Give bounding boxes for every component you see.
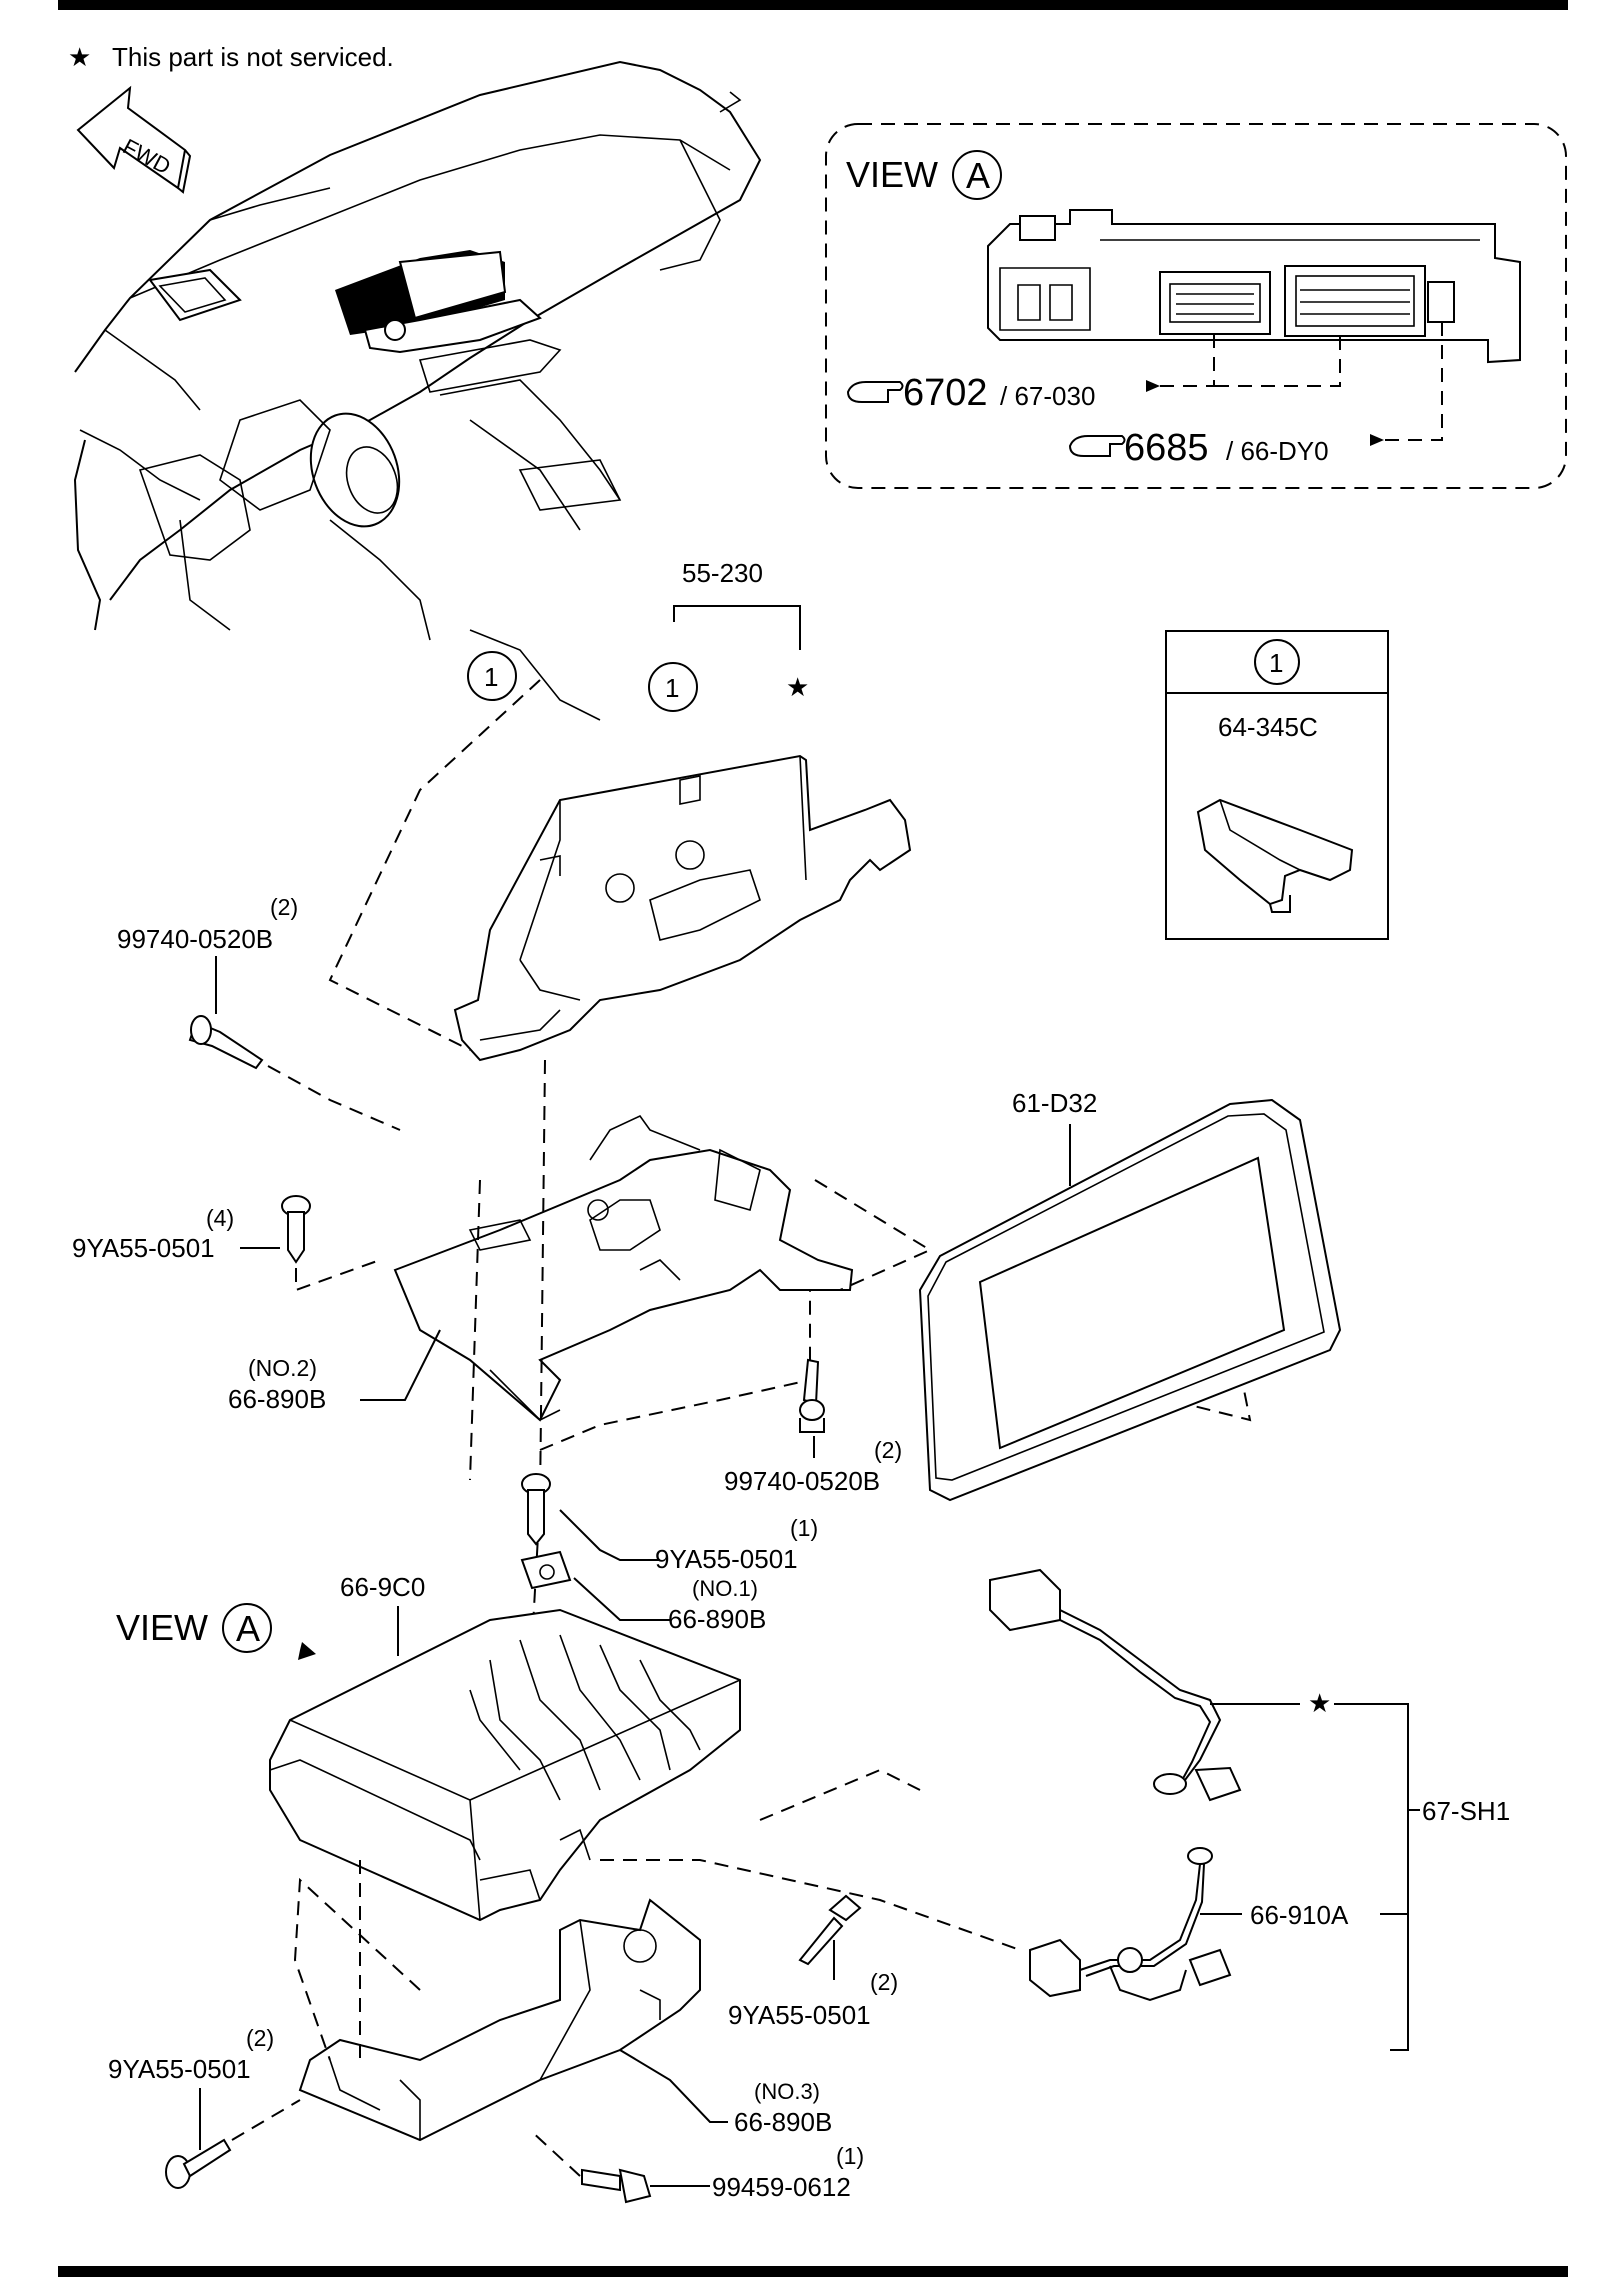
bottom-rule	[58, 2266, 1568, 2277]
pointing-hand-icon-6702	[846, 381, 904, 403]
inset-leader-6685	[1380, 322, 1443, 441]
view-a-inset	[825, 123, 1567, 489]
ref-66-dy0: / 66-DY0	[1226, 436, 1329, 466]
screw-9ya55-right-icon	[798, 1894, 862, 1966]
screw-9ya55-mid-icon	[521, 1473, 551, 1546]
clip-detail-box	[1165, 630, 1389, 940]
amplifier-66-9c0	[269, 1608, 741, 1922]
label-9ya55-0501-mid: 9YA55-0501	[655, 1544, 798, 1574]
ref-67-030: / 67-030	[1000, 381, 1095, 411]
leader-55-230	[673, 605, 801, 650]
leader-66-890b-no3	[619, 2049, 728, 2123]
dash-bolt	[529, 2129, 581, 2177]
qty-99740-top: (2)	[270, 894, 298, 920]
label-64-345c: 64-345C	[1218, 712, 1318, 742]
amplifier-rear-view	[987, 209, 1521, 364]
not-serviced-note: This part is not serviced.	[112, 42, 394, 72]
label-99459-0612: 99459-0612	[712, 2172, 851, 2202]
label-no2: (NO.2)	[248, 1355, 317, 1381]
view-a-inset-title: VIEW	[846, 154, 938, 195]
dash-bracket-no3-left	[293, 1877, 421, 2061]
screw-99740-mid-icon	[799, 1358, 825, 1433]
dash-harness-lower	[600, 1859, 1021, 1951]
callout-1-left-circle	[467, 651, 517, 701]
label-9ya55-0501-bl: 9YA55-0501	[108, 2054, 251, 2084]
bracket-55-230	[453, 754, 912, 1062]
ref-6685[interactable]: 6685	[1124, 427, 1209, 469]
qty-99459: (1)	[836, 2143, 864, 2169]
dash-screw-top	[267, 1065, 401, 1131]
dash-display-right	[1169, 1369, 1252, 1422]
label-61-d32: 61-D32	[1012, 1088, 1097, 1118]
leader-66-890b-no1	[573, 1577, 670, 1621]
label-99740-0520b-mid: 99740-0520B	[724, 1466, 880, 1496]
screw-9ya55-bl-icon	[165, 2138, 232, 2189]
qty-9ya55-right: (2)	[870, 1969, 898, 1995]
label-66-890b-no1: 66-890B	[668, 1604, 766, 1634]
dash-harness-upper	[759, 1768, 921, 1821]
bracket-no3	[298, 1898, 701, 2142]
dashboard-illustration	[73, 60, 762, 641]
star-55-230-icon: ★	[786, 672, 809, 702]
ref-6702[interactable]: 6702	[903, 372, 988, 414]
label-66-910a: 66-910A	[1250, 1900, 1349, 1930]
harness-upper	[989, 1568, 1242, 1802]
view-a-letter: A	[236, 1608, 260, 1649]
label-67-sh1: 67-SH1	[1422, 1796, 1510, 1826]
callout-1-right-circle	[648, 662, 698, 712]
qty-9ya55-bl: (2)	[246, 2025, 274, 2051]
clip-box-callout: 1	[1269, 648, 1283, 678]
dash-bracket-left	[328, 679, 541, 1051]
inset-leader-6702b	[1214, 336, 1341, 387]
label-no3: (NO.3)	[754, 2079, 820, 2104]
qty-99740-mid: (2)	[874, 1437, 902, 1463]
dash-vertical-left	[469, 1179, 481, 1481]
label-9ya55-0501-left: 9YA55-0501	[72, 1233, 215, 1263]
star-67-sh1-icon: ★	[1308, 1688, 1331, 1718]
screw-99740-top-icon	[188, 1015, 264, 1070]
display-61-d32	[918, 1098, 1342, 1502]
inset-leader-6702a	[1155, 334, 1215, 387]
bolt-99459-icon	[581, 2168, 652, 2204]
label-66-9c0: 66-9C0	[340, 1572, 425, 1602]
arrow-6685-icon	[1370, 434, 1384, 446]
bracket-no2	[393, 1114, 854, 1422]
top-rule	[58, 0, 1568, 10]
view-a-arrow-icon	[280, 1642, 316, 1660]
bracket-no1	[520, 1550, 572, 1590]
view-a-title: VIEW	[116, 1607, 208, 1648]
label-66-890b-no3: 66-890B	[734, 2107, 832, 2137]
dash-bracket-bottom	[539, 1290, 811, 1451]
view-a-inset-letter: A	[966, 155, 990, 196]
label-99740-0520b-top: 99740-0520B	[117, 924, 273, 954]
pointing-hand-icon-6685	[1068, 435, 1126, 457]
dash-screw-bl	[231, 2099, 301, 2141]
qty-9ya55-mid: (1)	[790, 1515, 818, 1541]
view-a-inset-circle	[952, 150, 1002, 200]
dash-leader-line	[469, 629, 601, 721]
callout-1-right: 1	[665, 673, 679, 703]
screw-9ya55-left-icon	[281, 1195, 311, 1264]
not-serviced-star-icon: ★	[68, 42, 91, 72]
arrow-6702-icon	[1146, 380, 1160, 392]
callout-1-left: 1	[484, 662, 498, 692]
dash-screw-left	[295, 1259, 381, 1292]
harness-lower	[1029, 1847, 1232, 2002]
leader-67-sh1-lower	[1390, 1914, 1409, 2051]
label-9ya55-0501-right: 9YA55-0501	[728, 2000, 871, 2030]
leader-67-sh1-upper	[1334, 1703, 1409, 1915]
qty-9ya55-left: (4)	[206, 1205, 234, 1231]
clip-icon	[1196, 798, 1354, 913]
clip-box-circle	[1254, 639, 1300, 685]
label-no1: (NO.1)	[692, 1576, 758, 1601]
label-66-890b-no2: 66-890B	[228, 1384, 326, 1414]
leader-9ya55-mid	[559, 1509, 660, 1561]
leader-66-890b-no2	[360, 1329, 441, 1401]
view-a-circle	[222, 1603, 272, 1653]
label-55-230: 55-230	[682, 558, 763, 588]
forward-arrow-icon: FWD	[76, 85, 192, 194]
